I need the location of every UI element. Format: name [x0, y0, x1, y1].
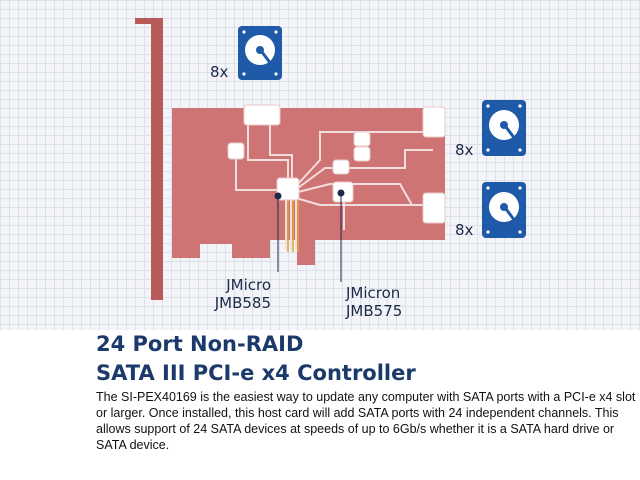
pcb-gold-traces: [287, 200, 299, 252]
chip-label-jmb585-line2: JMB585: [214, 294, 271, 312]
component-chip: [332, 159, 350, 175]
component-chip: [353, 146, 371, 162]
hard-drive-icon: [482, 182, 526, 238]
chip-label-jmb585-line1: JMicro: [226, 276, 271, 294]
heading-line2: SATA III PCI-e x4 Controller: [96, 361, 416, 385]
drive-count-bottom: 8x: [455, 221, 474, 239]
pcb-components: [227, 104, 446, 224]
hard-drive-icon: [482, 100, 526, 156]
description-text: The SI-PEX40169 is the easiest way to up…: [96, 390, 636, 452]
leader-lines: [274, 189, 345, 282]
pci-bracket: [135, 18, 163, 300]
drive-count-mid: 8x: [455, 141, 474, 159]
chip-label-jmb575-line1: JMicron: [346, 284, 401, 302]
hard-drive-icon: [238, 26, 282, 80]
heading-line1: 24 Port Non-RAID: [96, 332, 304, 356]
chip-label-jmb575-line2: JMB575: [346, 302, 403, 320]
sata-port-bottom: [422, 192, 446, 224]
chip-label-jmb585: JMicro JMB585: [205, 276, 271, 312]
jmb585-chip: [276, 177, 300, 201]
component-chip: [227, 142, 245, 160]
drive-count-top: 8x: [210, 63, 229, 81]
sata-port-mid: [422, 106, 446, 138]
diagram-svg: [135, 18, 526, 300]
component-chip: [353, 131, 371, 147]
sata-port-top: [243, 104, 281, 126]
controller-diagram: 8x 8x 8x JMicro JMB585 JMicron JMB575: [0, 0, 640, 330]
chip-label-jmb575: JMicron JMB575: [346, 284, 402, 320]
